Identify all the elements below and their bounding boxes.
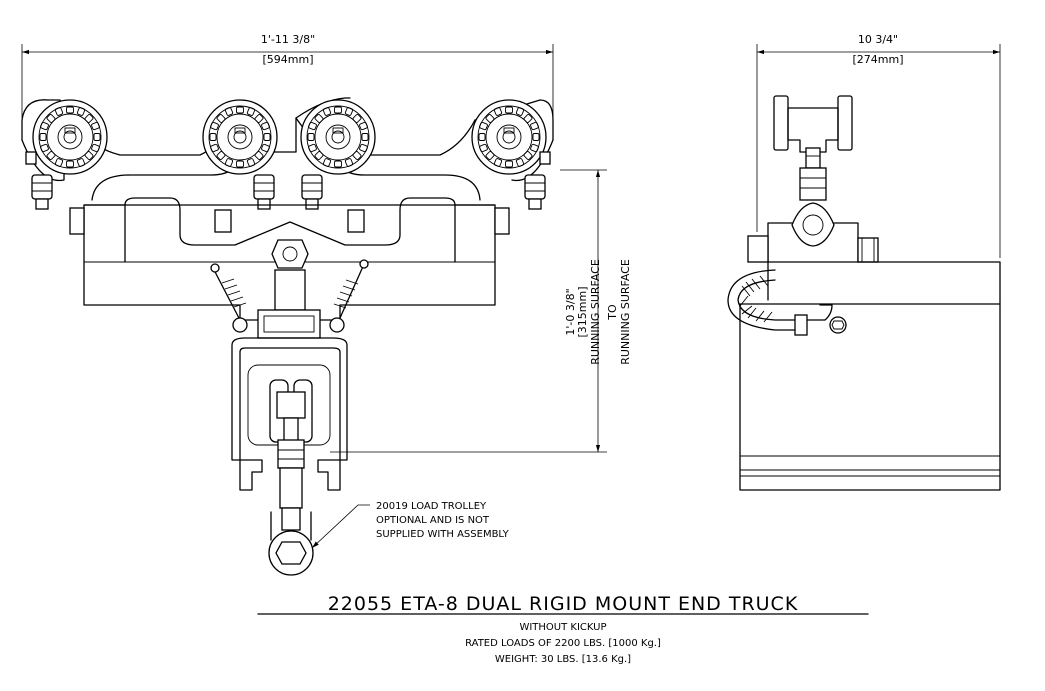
title-block: 22055 ETA-8 DUAL RIGID MOUNT END TRUCK W…: [257, 593, 869, 665]
load-trolley-note: 20019 LOAD TROLLEY OPTIONAL AND IS NOT S…: [311, 501, 510, 549]
height-label-running-surface-2: RUNNING SURFACE: [619, 259, 632, 365]
overall-width-imperial: 1'-11 3/8": [261, 33, 315, 46]
dimension-height: 1'-0 3/8" [315mm] RUNNING SURFACE TO RUN…: [330, 169, 632, 453]
overall-width-metric: [594mm]: [262, 53, 313, 66]
front-wheel-2: [202, 99, 278, 175]
height-label-running-surface: RUNNING SURFACE: [589, 259, 602, 365]
dimension-side-width: 10 3/4" [274mm]: [756, 33, 1001, 258]
note-line-1: 20019 LOAD TROLLEY: [376, 501, 487, 512]
drawing-title: 22055 ETA-8 DUAL RIGID MOUNT END TRUCK: [328, 593, 799, 615]
front-view: [21, 97, 554, 576]
front-wheel-3: [300, 99, 376, 175]
height-label-to: TO: [606, 304, 619, 321]
axle-nut: [301, 174, 323, 210]
axle-nut: [31, 174, 53, 210]
height-metric: [315mm]: [576, 286, 589, 337]
front-wheel-1: [32, 99, 108, 175]
side-view: [727, 95, 1001, 491]
title-subline-2: RATED LOADS OF 2200 LBS. [1000 Kg.]: [465, 638, 661, 649]
side-width-imperial: 10 3/4": [858, 33, 898, 46]
axle-nut: [524, 174, 546, 210]
note-line-2: OPTIONAL AND IS NOT: [376, 515, 490, 526]
title-subline-1: WITHOUT KICKUP: [519, 622, 606, 633]
side-width-metric: [274mm]: [852, 53, 903, 66]
front-wheel-4: [471, 99, 547, 175]
title-subline-3: WEIGHT: 30 LBS. [13.6 Kg.]: [495, 654, 631, 665]
height-imperial: 1'-0 3/8": [564, 288, 577, 335]
axle-nut: [253, 174, 275, 210]
dimension-overall-width: 1'-11 3/8" [594mm]: [21, 33, 554, 118]
note-line-3: SUPPLIED WITH ASSEMBLY: [376, 529, 510, 540]
